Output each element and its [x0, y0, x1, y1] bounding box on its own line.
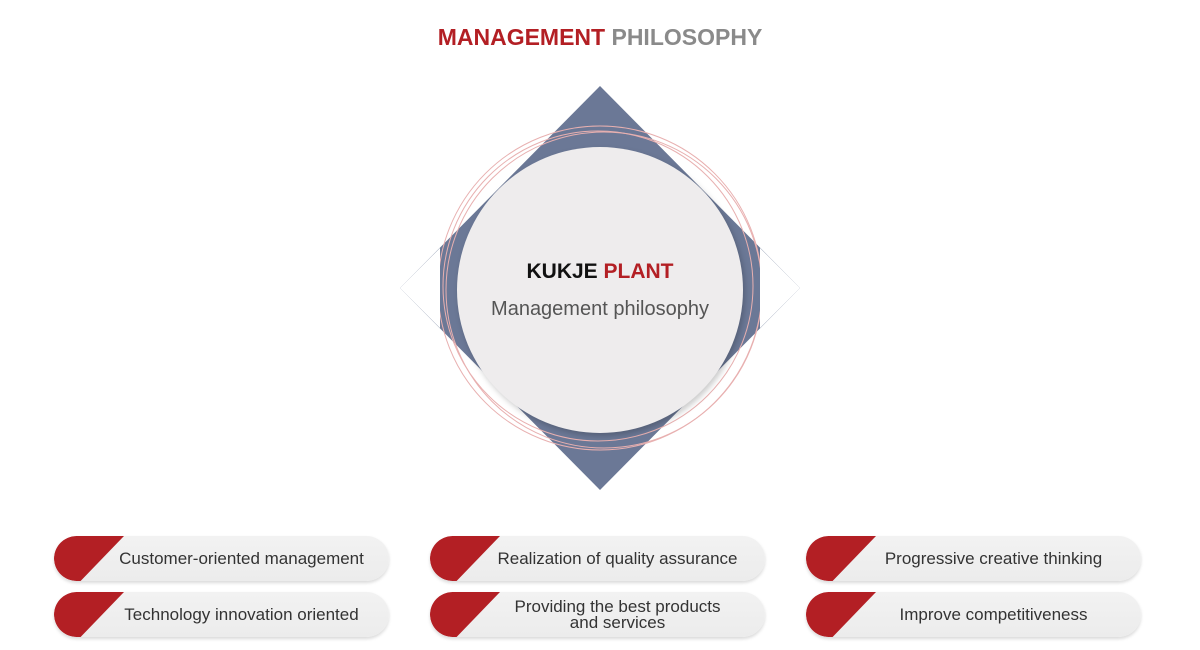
- diamond-mask: [400, 248, 800, 328]
- center-circle: [457, 147, 743, 433]
- philosophy-item: Realization of quality assurance: [430, 536, 765, 581]
- item-label: Realization of quality assurance: [497, 548, 738, 568]
- philosophy-item: Customer-oriented management: [54, 536, 389, 581]
- title-rest: PHILOSOPHY: [611, 24, 763, 50]
- philosophy-item: Providing the best products and services: [430, 592, 765, 637]
- page-title: MANAGEMENT PHILOSOPHY: [0, 24, 1200, 51]
- philosophy-item: Progressive creative thinking: [806, 536, 1141, 581]
- center-brand: KUKJE PLANT: [458, 260, 742, 284]
- philosophy-item: Improve competitiveness: [806, 592, 1141, 637]
- philosophy-item: Technology innovation oriented: [54, 592, 389, 637]
- brand-kukje: KUKJE: [526, 260, 598, 283]
- center-subtitle: Management philosophy: [491, 298, 709, 320]
- item-label: Improve competitiveness: [899, 604, 1088, 624]
- ring: [442, 130, 754, 442]
- title-accent: MANAGEMENT: [437, 24, 606, 50]
- item-label: Technology innovation oriented: [124, 604, 359, 624]
- item-label: Customer-oriented management: [119, 548, 364, 568]
- item-label: Progressive creative thinking: [884, 548, 1103, 568]
- item-label: Providing the best products and services: [514, 596, 721, 632]
- brand-plant: PLANT: [603, 260, 674, 283]
